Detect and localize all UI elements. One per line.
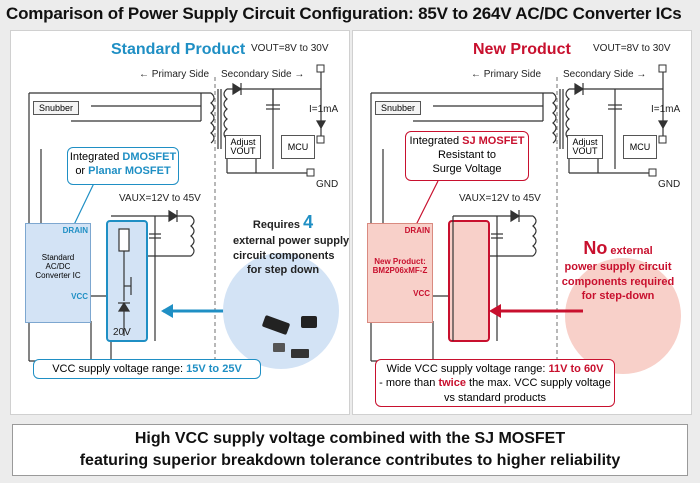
- mcu-box: MCU: [281, 135, 315, 159]
- no-components-circle-bg: [565, 258, 681, 374]
- primary-side-label: ← Primary Side: [139, 69, 210, 80]
- requires-circle-bg: [223, 253, 339, 369]
- vout-label: VOUT=8V to 30V: [593, 43, 671, 54]
- vcc-range-callout: VCC supply voltage range: 15V to 25V: [33, 359, 261, 379]
- smd-components-icon: [262, 315, 317, 358]
- page-title: Comparison of Power Supply Circuit Confi…: [6, 4, 682, 23]
- gnd-label: GND: [658, 179, 681, 190]
- no-components-text: No external power supply circuit compone…: [561, 238, 675, 302]
- standard-heading: Standard Product: [111, 41, 246, 58]
- wide-vcc-range-callout: Wide VCC supply voltage range: 11V to 60…: [375, 359, 615, 407]
- new-heading: New Product: [473, 41, 571, 58]
- vaux-label: VAUX=12V to 45V: [459, 193, 541, 204]
- conclusion-line-2: featuring superior breakdown tolerance c…: [79, 452, 621, 469]
- requires-text: Requires 4 external power supply circuit…: [233, 212, 350, 276]
- secondary-side-label: Secondary Side →: [221, 69, 305, 80]
- primary-side-label: ← Primary Side: [471, 69, 542, 80]
- snubber-box: Snubber: [375, 101, 421, 115]
- vout-label: VOUT=8V to 30V: [251, 43, 329, 54]
- secondary-side-label: Secondary Side →: [563, 69, 647, 80]
- step-down-circuit-highlight: [106, 220, 148, 342]
- vaux-label: VAUX=12V to 45V: [119, 193, 201, 204]
- standard-panel: Standard Product VOUT=8V to 30V ← Primar…: [10, 30, 350, 415]
- current-label: I=1mA: [309, 104, 339, 115]
- mosfet-callout: Integrated DMOSFET or Planar MOSFET: [67, 147, 179, 185]
- standard-circuit-wiring: [28, 64, 339, 371]
- conclusion-banner: High VCC supply voltage combined with th…: [12, 424, 688, 476]
- mosfet-callout: Integrated SJ MOSFET Resistant to Surge …: [405, 131, 529, 181]
- current-label: I=1mA: [651, 104, 681, 115]
- new-panel: New Product VOUT=8V to 30V ← Primary Sid…: [352, 30, 692, 415]
- empty-step-down-highlight: [448, 220, 490, 342]
- new-ic-box: DRAIN New Product: BM2P06xMF-Z VCC: [367, 223, 433, 323]
- gnd-label: GND: [316, 179, 339, 190]
- standard-ic-box: DRAIN Standard AC/DC Converter IC VCC: [25, 223, 91, 323]
- snubber-box: Snubber: [33, 101, 79, 115]
- zener-label: 20V: [113, 327, 131, 338]
- conclusion-line-1: High VCC supply voltage combined with th…: [134, 430, 566, 447]
- new-circuit-wiring: [370, 64, 681, 374]
- mcu-box: MCU: [623, 135, 657, 159]
